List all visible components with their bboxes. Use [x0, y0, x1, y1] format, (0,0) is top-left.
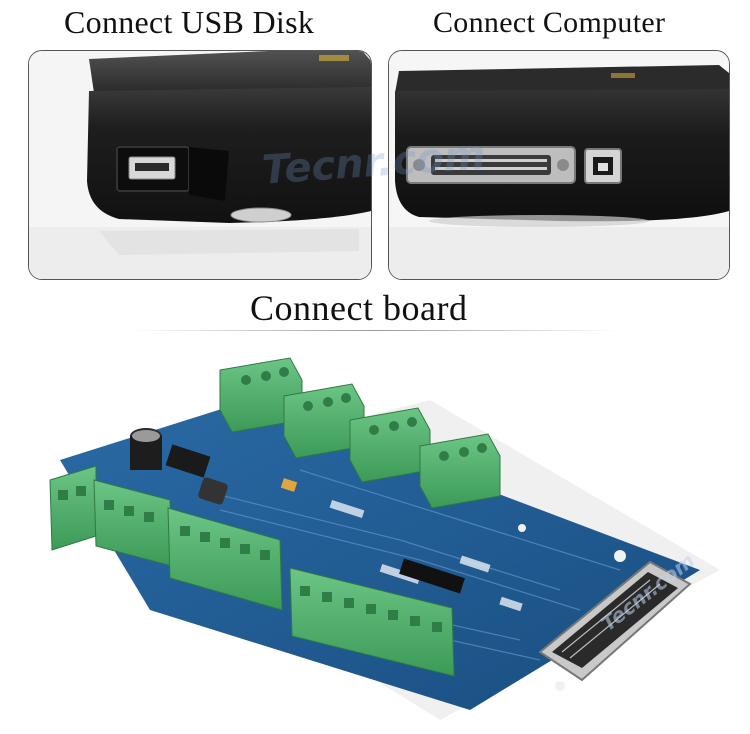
- caption-divider: [130, 330, 620, 331]
- usb-disk-port-photo: [28, 50, 372, 280]
- breakout-board-photo: [0, 340, 750, 734]
- computer-port-photo: [388, 50, 730, 280]
- caption-connect-board: Connect board: [250, 288, 468, 328]
- caption-connect-computer: Connect Computer: [433, 6, 666, 39]
- caption-connect-usb-disk: Connect USB Disk: [64, 4, 315, 40]
